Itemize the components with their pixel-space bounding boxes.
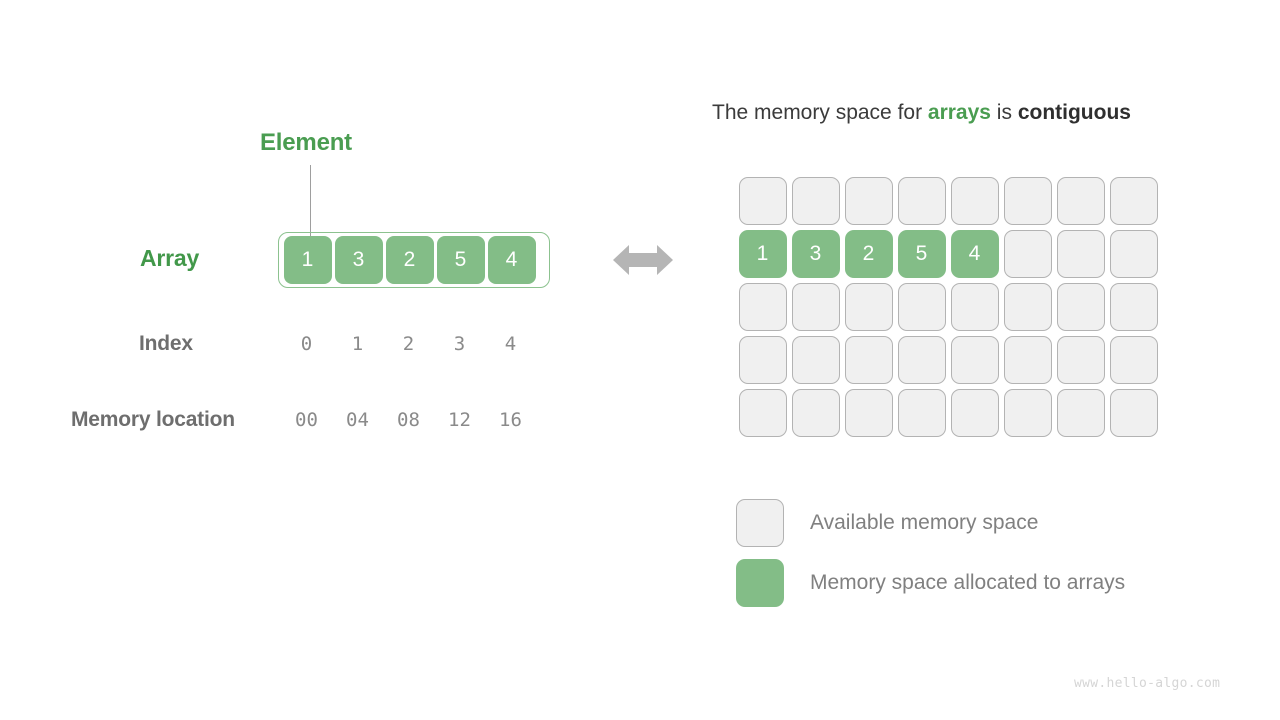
memory-cell-empty [1056,336,1105,384]
memory-title-arrays-highlight: arrays [927,101,991,124]
memory-title-prefix: The memory space for [712,101,928,124]
memory-cell-empty [1003,177,1052,225]
memory-cell-empty [1003,389,1052,437]
memory-cell-allocated: 4 [950,230,999,278]
memory-location-value: 04 [346,409,369,431]
memory-cell-empty [897,389,946,437]
memory-location-label: Memory location [71,408,235,431]
memory-cell-empty [950,177,999,225]
index-value-row: 0 1 2 3 4 [281,333,536,355]
memory-cell-empty [791,283,840,331]
legend-swatch-available-icon [736,499,784,547]
watermark: www.hello-algo.com [1074,676,1221,691]
array-container: 1 3 2 5 4 [278,232,550,288]
memory-grid-row [736,177,1160,230]
memory-grid-row [736,389,1160,442]
memory-cell-allocated: 3 [791,230,840,278]
memory-cell-empty [844,336,893,384]
index-label: Index [139,332,193,355]
memory-cell-empty [950,283,999,331]
index-value: 1 [351,333,364,355]
memory-grid-row [736,283,1160,336]
element-callout-label: Element [260,129,352,156]
array-cell: 4 [487,236,536,284]
index-value: 4 [504,333,517,355]
array-cell: 5 [436,236,485,284]
memory-location-value: 16 [499,409,522,431]
memory-layout-panel: The memory space for arrays is contiguou… [600,0,1280,720]
legend-swatch-allocated-icon [736,559,784,607]
memory-cell-empty [738,283,787,331]
memory-cell-empty [1056,283,1105,331]
double-arrow-icon [613,242,673,283]
memory-title-contiguous-highlight: contiguous [1017,101,1131,124]
memory-grid-row-allocated: 1 3 2 5 4 [736,230,1160,283]
memory-cell-empty [897,283,946,331]
array-cell: 1 [283,236,332,284]
memory-cell-allocated: 1 [738,230,787,278]
legend-item-allocated: Memory space allocated to arrays [736,553,1125,613]
memory-cell-empty [791,336,840,384]
index-value: 0 [300,333,313,355]
memory-cell-empty [1109,283,1158,331]
memory-location-value: 08 [397,409,420,431]
memory-cell-empty [844,389,893,437]
memory-cell-empty [1056,177,1105,225]
memory-location-value: 12 [448,409,471,431]
memory-cell-empty [1003,336,1052,384]
memory-cell-empty [1109,177,1158,225]
memory-location-value: 00 [295,409,318,431]
legend-item-available: Available memory space [736,493,1125,553]
memory-location-value-row: 00 04 08 12 16 [281,409,536,431]
memory-cell-empty [791,389,840,437]
memory-cell-empty [844,177,893,225]
element-callout-connector-line [310,165,311,237]
memory-cell-empty [1109,336,1158,384]
memory-cell-empty [1056,389,1105,437]
memory-cell-allocated: 5 [897,230,946,278]
array-cell: 3 [334,236,383,284]
memory-cell-empty [1109,389,1158,437]
memory-cell-empty [1109,230,1158,278]
memory-cell-empty [1003,230,1052,278]
memory-cell-empty [738,336,787,384]
memory-cell-empty [897,177,946,225]
memory-cell-empty [1003,283,1052,331]
index-value: 3 [453,333,466,355]
memory-cell-empty [844,283,893,331]
memory-title-middle: is [990,101,1018,124]
index-value: 2 [402,333,415,355]
array-concept-panel: Element Array 1 3 2 5 4 Index 0 1 2 3 4 … [0,0,673,720]
memory-cell-empty [738,389,787,437]
memory-cell-empty [791,177,840,225]
array-label: Array [140,245,200,271]
memory-cell-empty [897,336,946,384]
memory-cell-allocated: 2 [844,230,893,278]
memory-cell-empty [950,389,999,437]
memory-cell-empty [950,336,999,384]
memory-cell-empty [1056,230,1105,278]
memory-cell-empty [738,177,787,225]
legend: Available memory space Memory space allo… [736,493,1125,613]
memory-title: The memory space for arrays is contiguou… [712,101,1131,125]
array-cell: 2 [385,236,434,284]
legend-label-allocated: Memory space allocated to arrays [810,571,1126,594]
memory-grid: 1 3 2 5 4 [736,177,1160,442]
legend-label-available: Available memory space [810,511,1039,534]
memory-grid-row [736,336,1160,389]
